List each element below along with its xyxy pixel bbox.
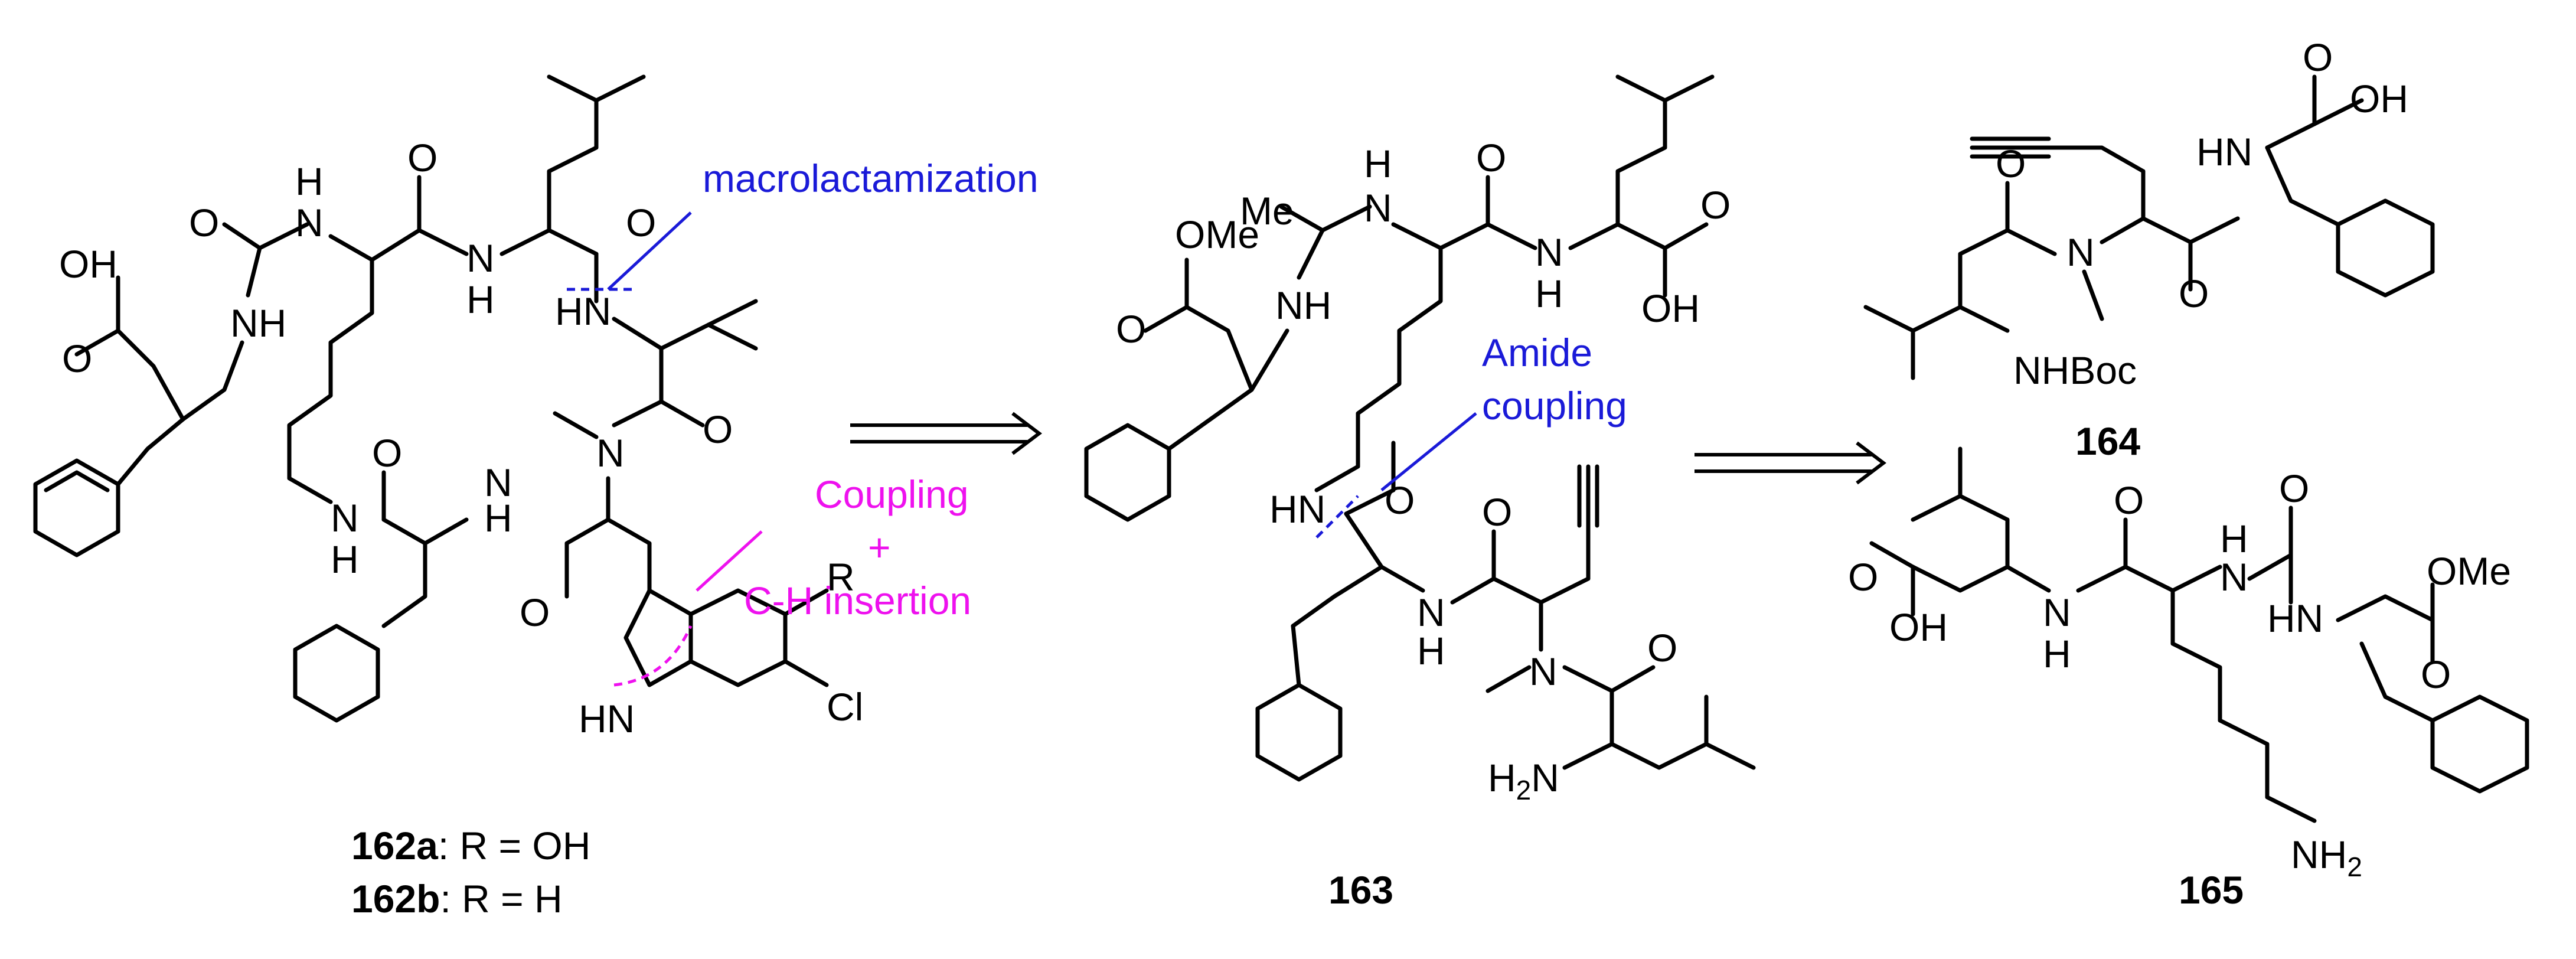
compound-label-165: 165 — [2179, 868, 2244, 912]
atom-label: H2N — [1488, 756, 1559, 805]
atom-label: HN — [2267, 596, 2323, 640]
atom-label: O — [2179, 272, 2209, 315]
atom-label: OH — [1641, 286, 1700, 330]
atom-label: N — [331, 496, 359, 540]
structure-164: O HN O OH N O NHBoc 164 — [1863, 35, 2435, 463]
atom-label: O — [372, 431, 402, 475]
atom-label: H — [1417, 629, 1445, 673]
atom-label: O — [1700, 183, 1731, 227]
annotation-text: + — [868, 526, 891, 569]
atom-label: HN — [579, 697, 635, 741]
atom-label: Me — [1240, 189, 1294, 233]
annotation-macrolactamization: macrolactamization — [567, 156, 1039, 291]
atom-label: O — [1647, 626, 1677, 670]
atom-label: O — [189, 201, 219, 244]
phenyl-ring-162b — [293, 624, 380, 723]
phenyl-ring-163a — [1084, 423, 1171, 522]
compound-label-164: 164 — [2075, 419, 2140, 463]
atom-label: H — [2043, 632, 2071, 676]
structure-163: O OMe NH Me H N O N H O OH HN O N H — [1084, 74, 1756, 912]
atom-label: O — [520, 591, 550, 634]
atom-label: OMe — [2427, 549, 2511, 593]
indole-pyrrole-ring — [623, 588, 693, 687]
compound-label-162b: 162b: R = H — [351, 877, 563, 921]
retro-arrow-2 — [1695, 441, 1886, 485]
atom-label: N — [1364, 186, 1392, 230]
atom-label: O — [1476, 136, 1506, 180]
annotation-coupling-ch-insertion: Coupling + C-H insertion — [613, 472, 971, 687]
phenyl-ring-163b — [1255, 683, 1343, 782]
atom-label: OH — [1889, 605, 1948, 649]
atom-label: HN — [2196, 130, 2252, 174]
atom-label: OMe — [1175, 213, 1259, 256]
atom-label: N — [1535, 230, 1563, 274]
phenyl-ring-162a — [33, 458, 120, 557]
phenyl-ring-165 — [2430, 694, 2529, 794]
atom-label: O — [1996, 142, 2026, 185]
atom-label: N — [2043, 591, 2071, 634]
atom-label: NHBoc — [2013, 348, 2137, 392]
atom-label: H — [2220, 517, 2248, 560]
atom-label: O — [1116, 307, 1146, 351]
annotation-text: Amide — [1482, 331, 1592, 374]
atom-label: H — [484, 496, 512, 540]
atom-label: NH — [1275, 283, 1331, 327]
atom-label: O — [1482, 490, 1512, 534]
atom-label: H — [295, 159, 324, 203]
annotation-amide-coupling: Amide coupling — [1315, 331, 1627, 539]
atom-label: N — [2066, 230, 2095, 274]
atom-label: N — [1417, 591, 1445, 634]
structure-165: O OH N H O N H O HN O OMe NH2 165 — [1848, 446, 2529, 912]
phenyl-ring-164 — [2336, 198, 2435, 298]
atom-label: HN — [555, 289, 611, 333]
atom-label: R — [827, 555, 855, 599]
atom-label: N — [484, 461, 512, 504]
annotation-text: Coupling — [815, 472, 969, 516]
atom-label: O — [1848, 555, 1878, 599]
compound-label-163: 163 — [1328, 868, 1393, 912]
atom-label: HN — [1269, 487, 1325, 531]
compound-label-162a: 162a: R = OH — [351, 824, 590, 867]
atom-label: O — [703, 407, 733, 451]
structure-162: OH O NH O H N O N H N H O HN O N — [33, 74, 863, 921]
atom-label: H — [466, 278, 495, 321]
retro-arrow-1 — [850, 412, 1042, 455]
annotation-text: C-H insertion — [744, 579, 971, 622]
atom-label: H — [1364, 142, 1392, 185]
atom-label: N — [295, 201, 324, 244]
atom-label: O — [62, 337, 92, 380]
atom-label: OH — [2350, 77, 2408, 120]
annotation-text: macrolactamization — [703, 156, 1039, 200]
atom-label: O — [2279, 467, 2309, 510]
atom-label: Cl — [827, 685, 863, 729]
atom-label: O — [407, 136, 438, 180]
atom-label: N — [596, 431, 625, 475]
atom-label: N — [1529, 650, 1558, 693]
atom-label: H — [1535, 272, 1563, 315]
atom-label: NH2 — [2291, 833, 2362, 882]
atom-label: O — [2303, 35, 2333, 79]
atom-label: N — [2220, 555, 2248, 599]
atom-label: H — [331, 537, 359, 581]
atom-label: OH — [59, 242, 117, 286]
atom-label: O — [2421, 653, 2451, 696]
atom-label: O — [2114, 478, 2144, 522]
atom-label: O — [1385, 478, 1415, 522]
annotation-text: coupling — [1482, 384, 1627, 428]
atom-label: N — [466, 236, 495, 280]
atom-label: NH — [230, 301, 286, 345]
atom-label: O — [626, 201, 656, 244]
